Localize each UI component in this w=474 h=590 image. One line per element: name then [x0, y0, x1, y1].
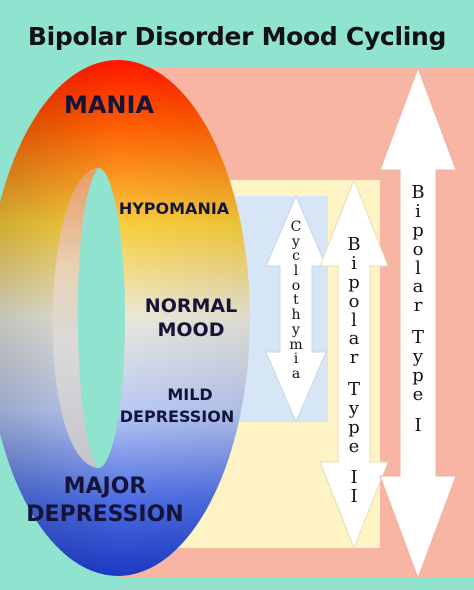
- label-major-depression-2: DEPRESSION: [26, 502, 184, 527]
- vertical-letter: C: [290, 219, 302, 235]
- label-mania: MANIA: [63, 91, 155, 119]
- label-hypomania: HYPOMANIA: [118, 199, 230, 218]
- vertical-letter: T: [411, 326, 424, 348]
- vertical-letter: i: [351, 252, 357, 274]
- vertical-letter: e: [412, 383, 424, 405]
- vertical-letter: i: [293, 351, 299, 368]
- vertical-letter: p: [348, 416, 360, 438]
- vertical-letter: c: [292, 248, 300, 265]
- vertical-letter: o: [348, 290, 360, 312]
- vertical-letter: p: [348, 271, 360, 293]
- vertical-letter: p: [412, 219, 424, 241]
- vertical-letter: e: [348, 435, 360, 457]
- vertical-letter: y: [292, 233, 300, 250]
- vertical-letter: I: [414, 414, 422, 436]
- vertical-letter: p: [412, 364, 424, 386]
- label-mild-depression-1: MILD: [167, 385, 213, 404]
- label-normal-mood-1: NORMAL: [144, 295, 238, 317]
- vertical-letter: h: [291, 307, 301, 324]
- bipolar-1-arrow: [379, 66, 457, 580]
- vertical-letter: a: [348, 328, 360, 350]
- label-mild-depression-2: DEPRESSION: [119, 407, 235, 426]
- ring-hole: [71, 168, 125, 468]
- vertical-letter: o: [291, 277, 301, 294]
- vertical-letter: y: [348, 397, 360, 419]
- vertical-letter: o: [412, 238, 424, 260]
- vertical-letter: B: [411, 182, 425, 203]
- diagram-title: Bipolar Disorder Mood Cycling: [27, 22, 447, 51]
- vertical-letter: t: [293, 292, 299, 309]
- vertical-letter: l: [415, 257, 421, 279]
- vertical-letter: I: [350, 485, 358, 507]
- vertical-letter: m: [289, 336, 303, 353]
- vertical-letter: r: [349, 347, 359, 369]
- vertical-letter: I: [350, 466, 358, 488]
- vertical-letter: i: [415, 200, 421, 222]
- vertical-letter: l: [351, 309, 357, 331]
- vertical-letter: a: [412, 276, 424, 298]
- vertical-letter: B: [347, 234, 361, 255]
- vertical-letter: a: [291, 365, 301, 382]
- vertical-letter: l: [293, 263, 299, 280]
- label-major-depression-1: MAJOR: [63, 474, 147, 499]
- vertical-letter: T: [347, 378, 360, 400]
- label-normal-mood-2: MOOD: [157, 319, 225, 341]
- vertical-letter: y: [412, 345, 424, 367]
- vertical-letter: y: [292, 321, 300, 338]
- ring-inner-wall: [52, 168, 98, 468]
- vertical-letter: r: [413, 295, 423, 317]
- cyclothymia-arrow: [265, 194, 327, 424]
- bipolar-2-arrow: [319, 178, 389, 550]
